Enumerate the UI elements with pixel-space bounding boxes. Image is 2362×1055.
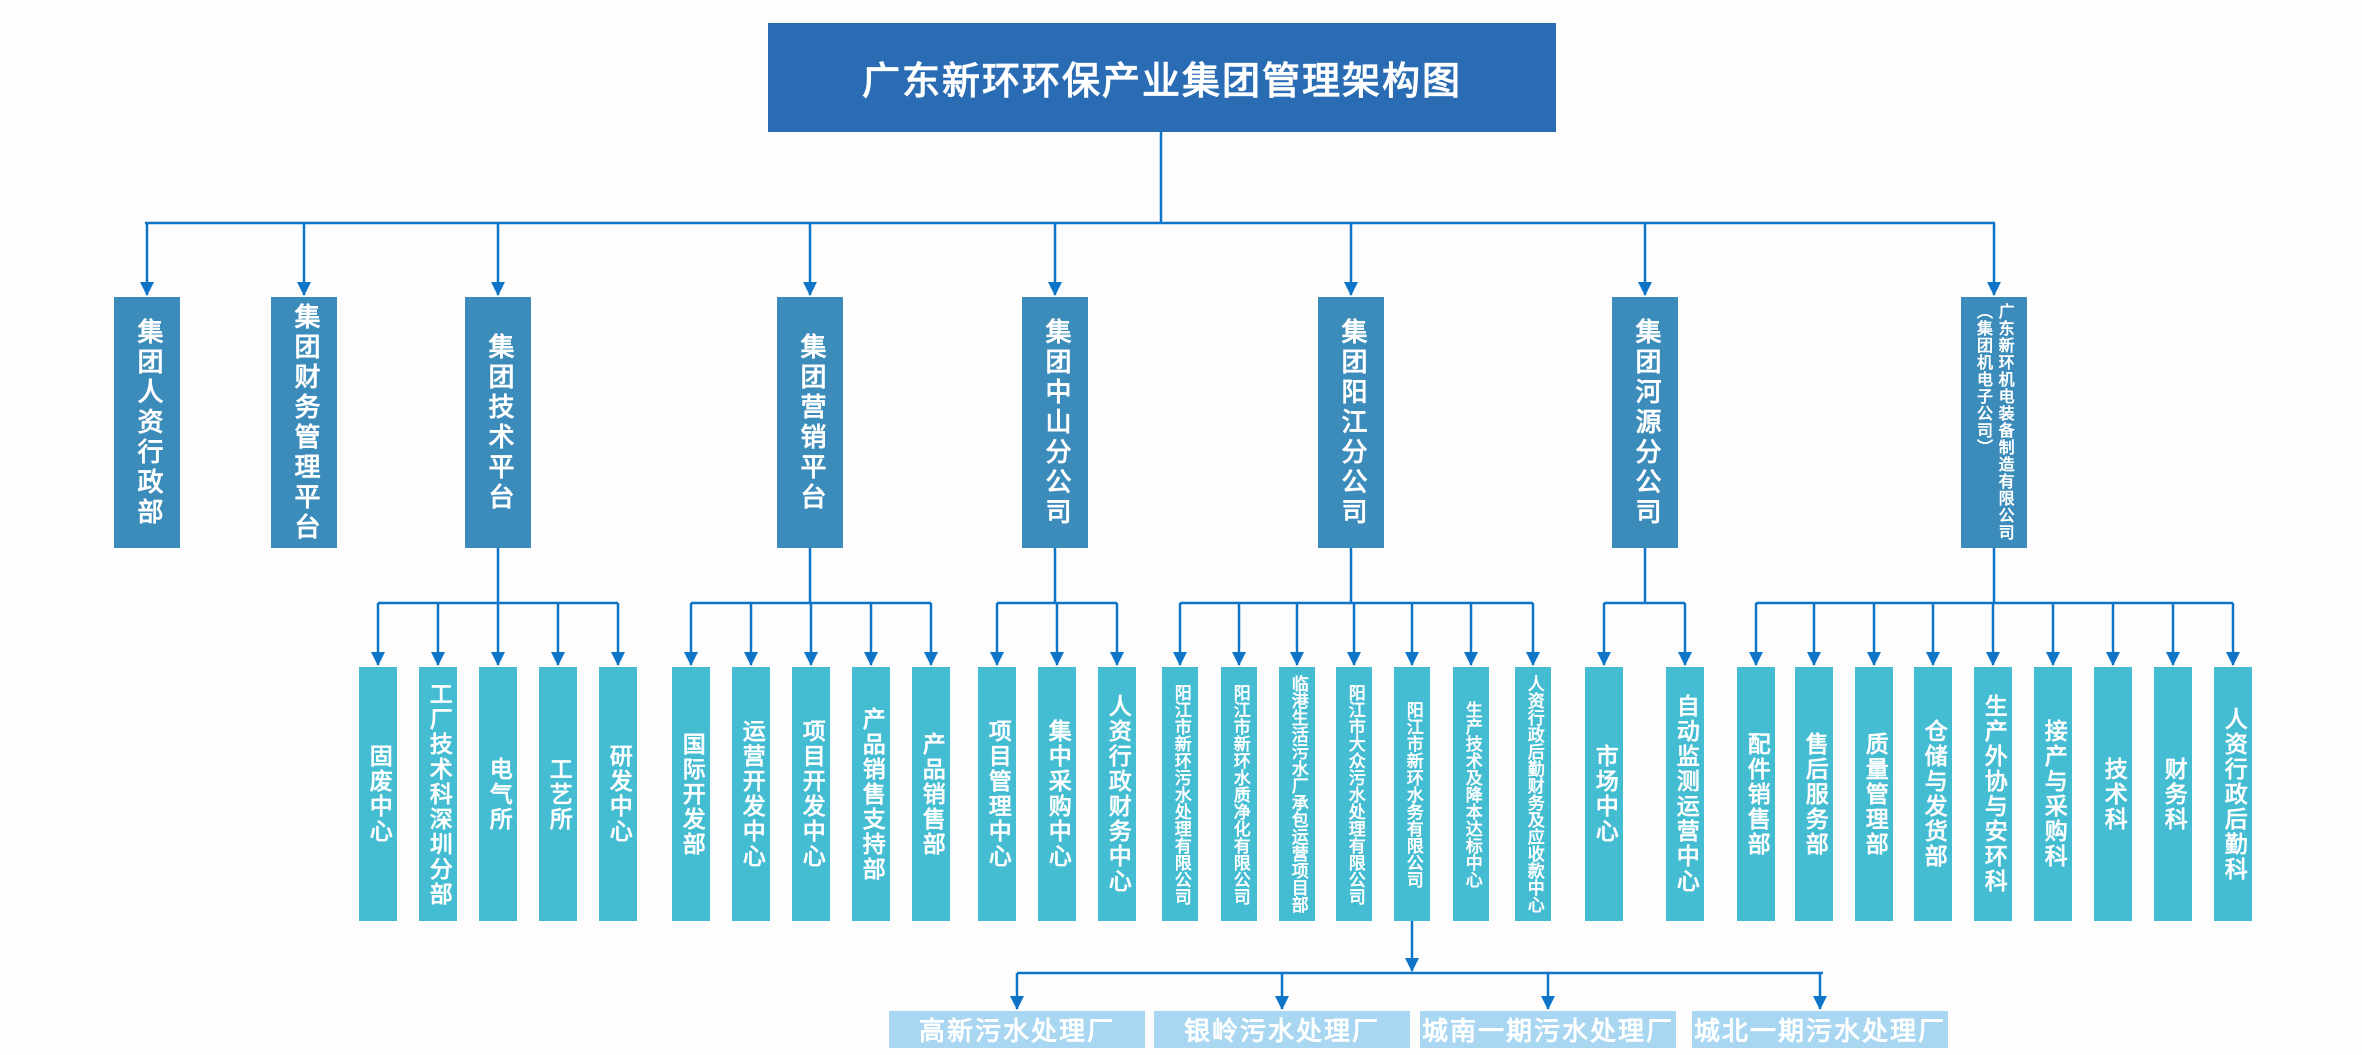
dept-quality-mgmt: 质量管理部 — [1855, 667, 1893, 921]
dept-rnd-center: 研发中心 — [599, 667, 637, 921]
dept-hr-admin-logistics: 人资行政后勤科 — [2214, 667, 2252, 921]
dept-lingang-sewage-project: 临港生活污水厂承包运营项目部 — [1279, 667, 1315, 921]
chart-title-text: 广东新环环保产业集团管理架构图 — [861, 59, 1462, 103]
unit-marketing-platform: 集团营销平台 — [777, 297, 843, 548]
unit-hr-admin-dept: 集团人资行政部 — [114, 297, 180, 548]
plant-chengbei-phase1: 城北一期污水处理厂 — [1692, 1011, 1948, 1048]
dept-production-outsourcing-safety: 生产外协与安环科 — [1974, 667, 2012, 921]
dept-process-institute: 工艺所 — [539, 667, 577, 921]
unit-yangjiang-branch: 集团阳江分公司 — [1318, 297, 1384, 548]
dept-auto-monitoring-center: 自动监测运营中心 — [1666, 667, 1704, 921]
dept-hr-logistics-finance-center: 人资行政后勤财务及应收款中心 — [1515, 667, 1551, 921]
dept-project-mgmt-center: 项目管理中心 — [978, 667, 1016, 921]
company-xinhuan-water-purification: 阳江市新环水质净化有限公司 — [1221, 667, 1257, 921]
chart-title: 广东新环环保产业集团管理架构图 — [768, 23, 1556, 132]
unit-finance-platform: 集团财务管理平台 — [271, 297, 337, 548]
unit-heyuan-branch: 集团河源分公司 — [1612, 297, 1678, 548]
plant-chengnan-phase1: 城南一期污水处理厂 — [1420, 1011, 1676, 1048]
dept-production-procurement: 接产与采购科 — [2034, 667, 2072, 921]
dept-parts-sales: 配件销售部 — [1737, 667, 1775, 921]
unit-electromechanical-company: 广东新环机电装备制造有限公司（集团机电子公司） — [1961, 297, 2027, 548]
plant-yinling: 银岭污水处理厂 — [1154, 1011, 1410, 1048]
dept-international-dev: 国际开发部 — [672, 667, 710, 921]
unit-zhongshan-branch: 集团中山分公司 — [1022, 297, 1088, 548]
dept-project-dev-center: 项目开发中心 — [792, 667, 830, 921]
unit-tech-platform: 集团技术平台 — [465, 297, 531, 548]
company-xinhuan-sewage: 阳江市新环污水处理有限公司 — [1162, 667, 1198, 921]
dept-finance: 财务科 — [2154, 667, 2192, 921]
dept-technology: 技术科 — [2094, 667, 2132, 921]
dept-production-tech-center: 生产技术及降本达标中心 — [1453, 667, 1489, 921]
company-xinhuan-water-affairs: 阳江市新环水务有限公司 — [1394, 667, 1430, 921]
dept-product-sales-support: 产品销售支持部 — [852, 667, 890, 921]
company-dazhong-sewage: 阳江市大众污水处理有限公司 — [1336, 667, 1372, 921]
dept-after-sales-service: 售后服务部 — [1795, 667, 1833, 921]
dept-hr-admin-finance-center: 人资行政财务中心 — [1098, 667, 1136, 921]
plant-gaoxin: 高新污水处理厂 — [889, 1011, 1145, 1048]
dept-product-sales: 产品销售部 — [912, 667, 950, 921]
dept-electrical-institute: 电气所 — [479, 667, 517, 921]
dept-market-center: 市场中心 — [1585, 667, 1623, 921]
dept-warehouse-shipping: 仓储与发货部 — [1914, 667, 1952, 921]
dept-solid-waste-center: 固废中心 — [359, 667, 397, 921]
dept-operations-dev-center: 运营开发中心 — [732, 667, 770, 921]
dept-central-procurement: 集中采购中心 — [1038, 667, 1076, 921]
dept-factory-tech-shenzhen: 工厂技术科深圳分部 — [419, 667, 457, 921]
